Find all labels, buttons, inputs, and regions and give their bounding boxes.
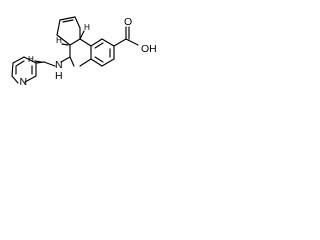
bond [69, 56, 75, 67]
bond [24, 75, 37, 83]
bond [15, 60, 25, 67]
stereo-hydrogen-top: H [84, 23, 90, 32]
bond [60, 56, 71, 63]
bond [113, 38, 127, 47]
bond [69, 38, 81, 46]
stereo-bond [34, 60, 42, 63]
bond [79, 58, 92, 67]
bond [101, 58, 115, 67]
bond [23, 56, 37, 64]
cyclopentene-ring [56, 16, 81, 46]
pyridine-nitrogen-label: N [20, 76, 28, 88]
carboxyl-hydroxyl-label: OH [141, 43, 157, 55]
bond [74, 16, 81, 29]
bond [59, 16, 76, 21]
bond [11, 75, 19, 84]
tetrahydroquinoline-ring [43, 38, 92, 67]
stereo-bond [61, 43, 69, 46]
bond [125, 38, 139, 46]
stereo-hydrogen-right: H [28, 55, 34, 64]
stereo-hydrogen-left: H [56, 36, 62, 45]
bond [56, 19, 61, 36]
pyridine-ring [11, 56, 37, 84]
bond [43, 61, 56, 67]
benzene-ring [90, 38, 115, 67]
amine-hydrogen-label: H [55, 70, 63, 82]
bond [94, 42, 104, 49]
stereo-bond [79, 30, 85, 40]
amine-nitrogen-label: N [55, 59, 63, 71]
bond [94, 56, 104, 63]
bond [90, 38, 103, 47]
bond [56, 34, 71, 46]
stereo-bonds [34, 30, 85, 63]
carboxyl-oxygen-label: O [124, 16, 132, 28]
bond [79, 38, 92, 47]
bond [101, 38, 115, 47]
bond [90, 58, 103, 67]
chemical-structure-diagram: N N H O OH H H H [11, 16, 157, 88]
bond [35, 61, 45, 64]
bond [62, 19, 74, 23]
bond [11, 62, 14, 77]
bond [12, 56, 25, 64]
